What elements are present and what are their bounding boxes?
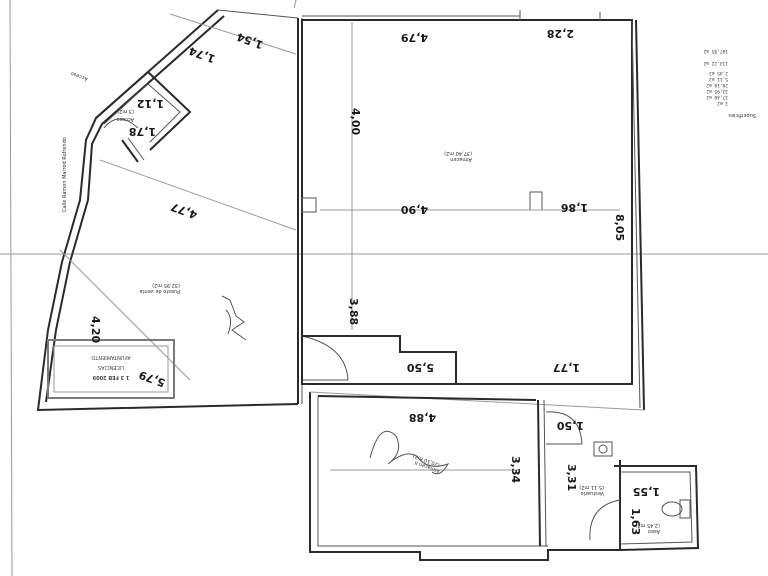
store-room: [301, 10, 645, 411]
surface-legend: Superficies 107,95 m2 113,22 m2 2,45 m25,1…: [703, 48, 756, 118]
dim-3-34: 3,34: [509, 456, 522, 483]
changing-room-area: (5,11 m2): [579, 484, 604, 490]
dim-4-90: 4,90: [401, 203, 428, 216]
dim-4-88: 4,88: [409, 411, 436, 424]
legend-row: 20,10 m2: [706, 82, 728, 88]
page-margin-line: [9, 0, 13, 576]
sales-room-label: Puesto de venta: [140, 288, 180, 294]
stamp-line-1: AYUNTAMIENTO: [91, 354, 130, 360]
dim-5-79: 5,79: [137, 368, 167, 389]
page-tick: [293, 0, 297, 9]
dim-2-28: 2,28: [547, 27, 574, 40]
legend-row: 2,45 m2: [709, 70, 728, 76]
dim-1-50: 1,50: [557, 419, 584, 432]
street-label: Calle Ramon Marrod Rufrendo: [62, 137, 68, 212]
lower-rooms: [309, 391, 700, 561]
dim-5-50: 5,50: [407, 361, 434, 374]
dim-1-12: 1,12: [137, 97, 164, 110]
sales-room-area: (32,95 m2): [152, 282, 180, 288]
license-stamp: AYUNTAMIENTO LICENCIAS 1 3 FEB 2009: [47, 339, 175, 399]
dim-4-20: 4,20: [89, 316, 102, 343]
dim-1-86: 1,86: [561, 201, 588, 214]
dim-1-54: 1,54: [235, 30, 265, 52]
signature-scribble: [221, 295, 450, 475]
legend-row: 5,11 m2: [709, 76, 728, 82]
dim-1-74: 1,74: [187, 44, 217, 66]
stamp-date: 1 3 FEB 2009: [92, 374, 129, 380]
store-room-area: (37,40 m2): [444, 150, 472, 156]
legend-row: 32,95 m2: [706, 88, 728, 94]
dim-4-77: 4,77: [169, 200, 199, 221]
changing-room-label: Vestuario: [581, 490, 604, 496]
stamp-line-2: LICENCIAS: [98, 364, 124, 370]
toilet-label: Aseo: [648, 528, 660, 534]
dim-1-63: 1,63: [629, 508, 642, 535]
dim-1-77: 1,77: [553, 361, 580, 374]
legend-row: 3 m2: [717, 100, 728, 106]
legend-row: 37,40 m2: [706, 94, 728, 100]
dim-3-31: 3,31: [565, 464, 578, 491]
dim-1-55: 1,55: [633, 485, 660, 498]
dim-3-88: 3,88: [347, 298, 360, 325]
access-room-area: (3 m2): [117, 108, 134, 114]
dimension-labels: 1,54 1,74 1,12 1,78 4,77 4,20 5,79 4,79 …: [89, 27, 660, 535]
dim-4-00: 4,00: [349, 108, 362, 135]
dim-1-78: 1,78: [129, 125, 156, 138]
legend-title: Superficies: [728, 112, 756, 118]
dim-4-79: 4,79: [401, 31, 428, 44]
store-room-label: Almacen: [450, 156, 472, 162]
legend-row: 113,22 m2: [703, 60, 728, 66]
toilet-area: (2,45 m2): [635, 522, 660, 528]
access-room-label: Acceso: [116, 116, 134, 122]
dim-8-05: 8,05: [613, 214, 626, 241]
legend-row: 107,95 m2: [703, 48, 728, 54]
access-label-top: Acceso: [70, 70, 89, 82]
